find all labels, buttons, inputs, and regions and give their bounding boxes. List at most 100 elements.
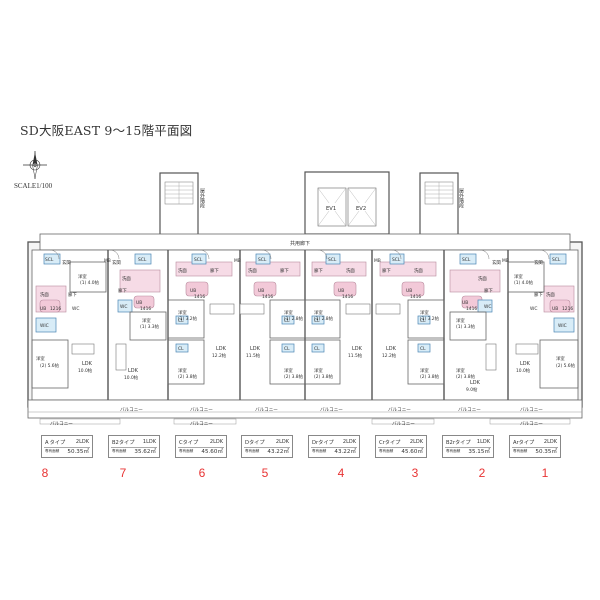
ldk-label: LDK (352, 346, 363, 352)
ub-label: UB (406, 288, 412, 294)
unit-number: 7 (119, 466, 127, 480)
entrance-label: 玄関 (62, 259, 71, 266)
room-label: 洋室 (420, 367, 429, 374)
unit-number: 4 (337, 466, 345, 480)
card-divider (445, 447, 491, 448)
unit-layout: 2LDK (275, 439, 289, 445)
unit-type-name: Arタイプ (513, 440, 535, 446)
unit-area: 50.35㎡ (535, 449, 557, 455)
unit-layout: 1LDK (476, 439, 490, 445)
hall-label: 廊下 (314, 267, 323, 274)
ub-size: 1416 (194, 294, 205, 300)
ub-size: 1216 (50, 306, 61, 312)
balcony-label: バルコニー (120, 407, 143, 413)
room-label: 洋室 (36, 355, 45, 362)
ub-label: UB (136, 300, 142, 306)
room-label: 洋室 (556, 355, 565, 362)
unit-card: Arタイプ 2LDK 専有面積 50.35㎡ (509, 435, 561, 458)
ev1-label: EV1 (326, 206, 336, 212)
balcony-label: バルコニー (520, 407, 543, 413)
wic-label: WIC (40, 323, 49, 329)
room-size: (1) 4.0帖 (80, 279, 100, 286)
cl-label: CL (420, 318, 426, 324)
ub-size: 1416 (342, 294, 353, 300)
unit-number: 1 (541, 466, 549, 480)
scl-label: SCL (138, 257, 147, 263)
cl-label: CL (284, 318, 290, 324)
room-size: (1) 3.2帖 (420, 315, 440, 322)
unit-number: 3 (411, 466, 419, 480)
unit-area: 45.60㎡ (401, 449, 423, 455)
hall-label: 廊下 (68, 291, 77, 298)
cl-label: CL (284, 346, 290, 352)
unit-layout: 2LDK (209, 439, 223, 445)
ldk-label: LDK (128, 368, 139, 374)
card-divider (178, 447, 224, 448)
unit-area-label: 専有面積 (112, 449, 127, 453)
wc-label: WC (72, 306, 79, 312)
washroom-label: 洗面 (40, 291, 49, 298)
washroom-label: 洗面 (546, 291, 555, 298)
entrance-label: 玄関 (112, 259, 121, 266)
ldk-label: LDK (386, 346, 397, 352)
balcony-label: バルコニー (458, 407, 481, 413)
elevator-core: EV1 EV2 (304, 171, 390, 235)
balcony-label: バルコニー (255, 407, 278, 413)
unit-type-name: Cタイプ (179, 440, 199, 446)
ev2-label: EV2 (356, 206, 366, 212)
card-divider (244, 447, 290, 448)
unit-area-label: 専有面積 (513, 449, 528, 453)
mb-label: MB (104, 258, 111, 264)
card-divider (512, 447, 558, 448)
unit-number: 6 (198, 466, 206, 480)
unit-layout: 2LDK (543, 439, 557, 445)
room-size: (2) 3.8帖 (178, 373, 198, 380)
inner-walls (31, 261, 579, 389)
doors (49, 249, 550, 260)
room-label: 洋室 (284, 367, 293, 374)
balcony-label: バルコニー (520, 421, 543, 427)
balcony-label: バルコニー (190, 407, 213, 413)
room-label: 洋室 (178, 309, 187, 316)
wc-label: WC (484, 304, 491, 310)
mb-label: MB (374, 258, 381, 264)
ub-label: UB (190, 288, 196, 294)
ub-size: 1416 (140, 306, 151, 312)
unit-number: 2 (478, 466, 486, 480)
unit-type-name: Drタイプ (312, 440, 334, 446)
ldk-size: 12.2帖 (212, 352, 227, 359)
hall-label: 廊下 (280, 267, 289, 274)
unit-area: 35.15㎡ (468, 449, 490, 455)
room-label: 洋室 (78, 273, 87, 280)
scl-label: SCL (462, 257, 471, 263)
unit-area: 35.62㎡ (134, 449, 156, 455)
scl-label: SCL (328, 257, 337, 263)
ub-size: 1416 (466, 306, 477, 312)
unit-area: 50.35㎡ (67, 449, 89, 455)
wc-label: WC (530, 306, 537, 312)
unit-layout: 2LDK (409, 439, 423, 445)
hall-label: 廊下 (210, 267, 219, 274)
ldk-size: 12.2帖 (382, 352, 397, 359)
room-label: 洋室 (456, 317, 465, 324)
scale-label: SCALE1/100 (14, 182, 53, 190)
room-size: (1) 2.8帖 (314, 315, 334, 322)
ub-label: UB (552, 306, 558, 312)
scl-label: SCL (194, 257, 203, 263)
room-size: (1) 2.8帖 (284, 315, 304, 322)
room-label: 洋室 (142, 317, 151, 324)
room-label: 洋室 (420, 309, 429, 316)
entrance-label: 玄関 (534, 259, 543, 266)
entrance-label: 玄関 (492, 259, 501, 266)
room-size: (1) 4.0帖 (514, 279, 534, 286)
hall-label: 廊下 (484, 287, 493, 294)
room-size: (1) 3.3帖 (140, 323, 160, 330)
washroom-label: 洗面 (178, 267, 187, 274)
hall-label: 廊下 (382, 267, 391, 274)
